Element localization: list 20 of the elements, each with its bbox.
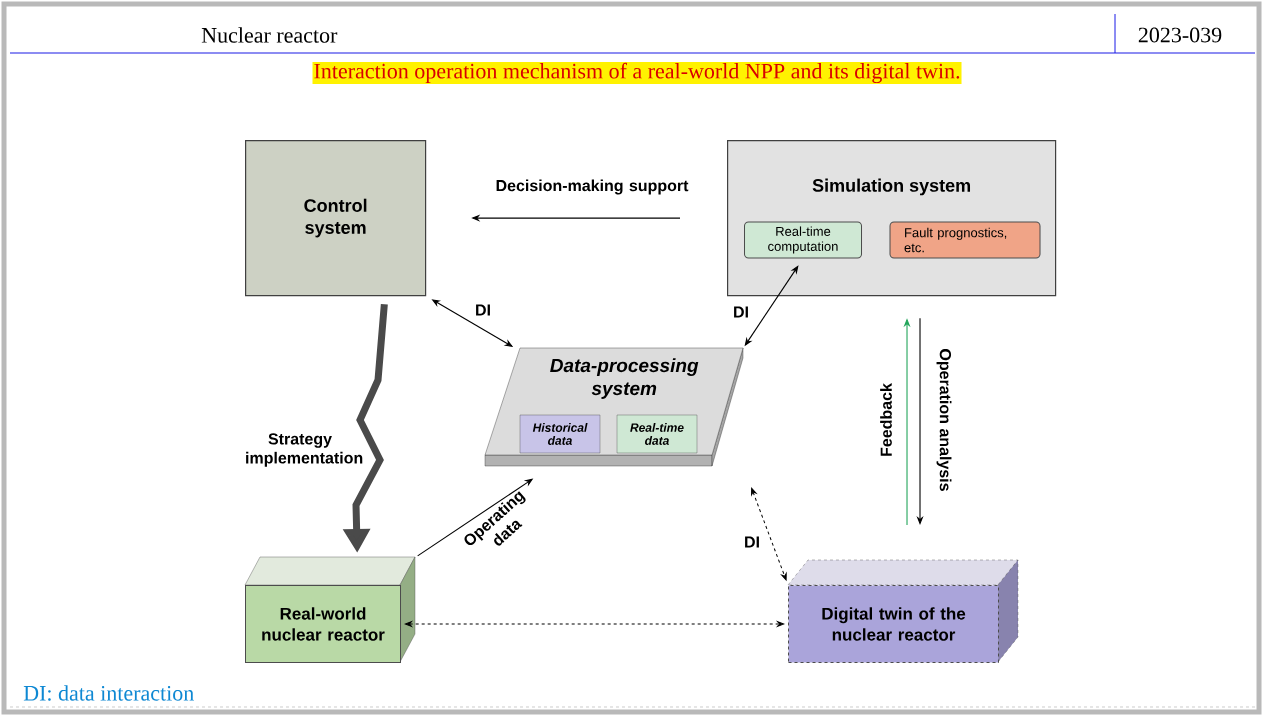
edge-label: DI xyxy=(745,536,759,548)
edge-label: DI xyxy=(476,304,490,316)
reactor-box: Real-world nuclear reactor xyxy=(244,556,416,663)
module-box: Real-time computation xyxy=(744,221,862,259)
edge-label: Operation analysis xyxy=(936,349,952,491)
data-box: Historical data xyxy=(519,414,601,454)
data-box: Real-time data xyxy=(616,414,698,454)
edge-label: DI xyxy=(734,306,748,318)
module-box: Fault prognostics, etc. xyxy=(889,221,1041,259)
edge-label: Feedback xyxy=(880,383,892,456)
dashed-arrow xyxy=(404,621,785,627)
edge-label: Strategy implementation xyxy=(246,433,363,467)
edge-label: Decision-making support xyxy=(496,179,689,195)
title: Interaction operation mechanism of a real-world NPP and its digital twin. xyxy=(312,61,962,85)
header-text: 2023-039 xyxy=(1138,27,1222,43)
dashed-arrow xyxy=(751,487,787,581)
header-text: Nuclear reactor xyxy=(201,27,338,43)
reactor-box: Digital twin of the nuclear reactor xyxy=(787,559,1019,663)
process-box: Control system xyxy=(245,140,427,297)
footnote-text: DI: data interaction xyxy=(23,685,194,701)
